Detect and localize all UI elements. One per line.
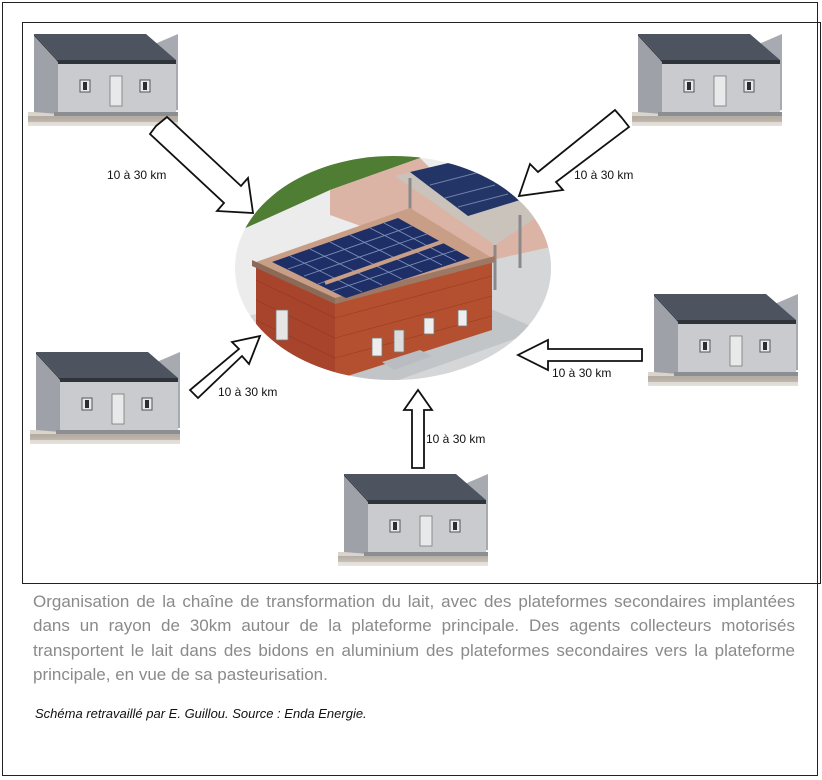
diagram-frame: [22, 22, 821, 584]
platform-diagram: [27, 33, 799, 578]
distance-label-right: 10 à 30 km: [552, 366, 612, 380]
distance-label-left: 10 à 30 km: [218, 385, 278, 399]
figure-credit: Schéma retravaillé par E. Guillou. Sourc…: [35, 706, 367, 721]
main-platform-illustration: [235, 156, 551, 380]
arrow-bottom-left: [188, 334, 262, 400]
figure-caption: Organisation de la chaîne de transformat…: [33, 592, 795, 685]
secondary-platform-house-top-right: [631, 33, 783, 142]
arrow-right: [515, 338, 643, 372]
distance-label-top-left: 10 à 30 km: [107, 168, 167, 182]
arrow-bottom: [402, 388, 434, 469]
arrow-top-right: [517, 108, 631, 198]
secondary-platform-house-right: [647, 293, 799, 402]
distance-label-bottom: 10 à 30 km: [426, 432, 486, 446]
secondary-platform-house-left: [29, 351, 181, 460]
arrow-top-left: [148, 115, 255, 214]
distance-label-top-right: 10 à 30 km: [574, 168, 634, 182]
secondary-platform-house-bottom: [337, 473, 489, 578]
